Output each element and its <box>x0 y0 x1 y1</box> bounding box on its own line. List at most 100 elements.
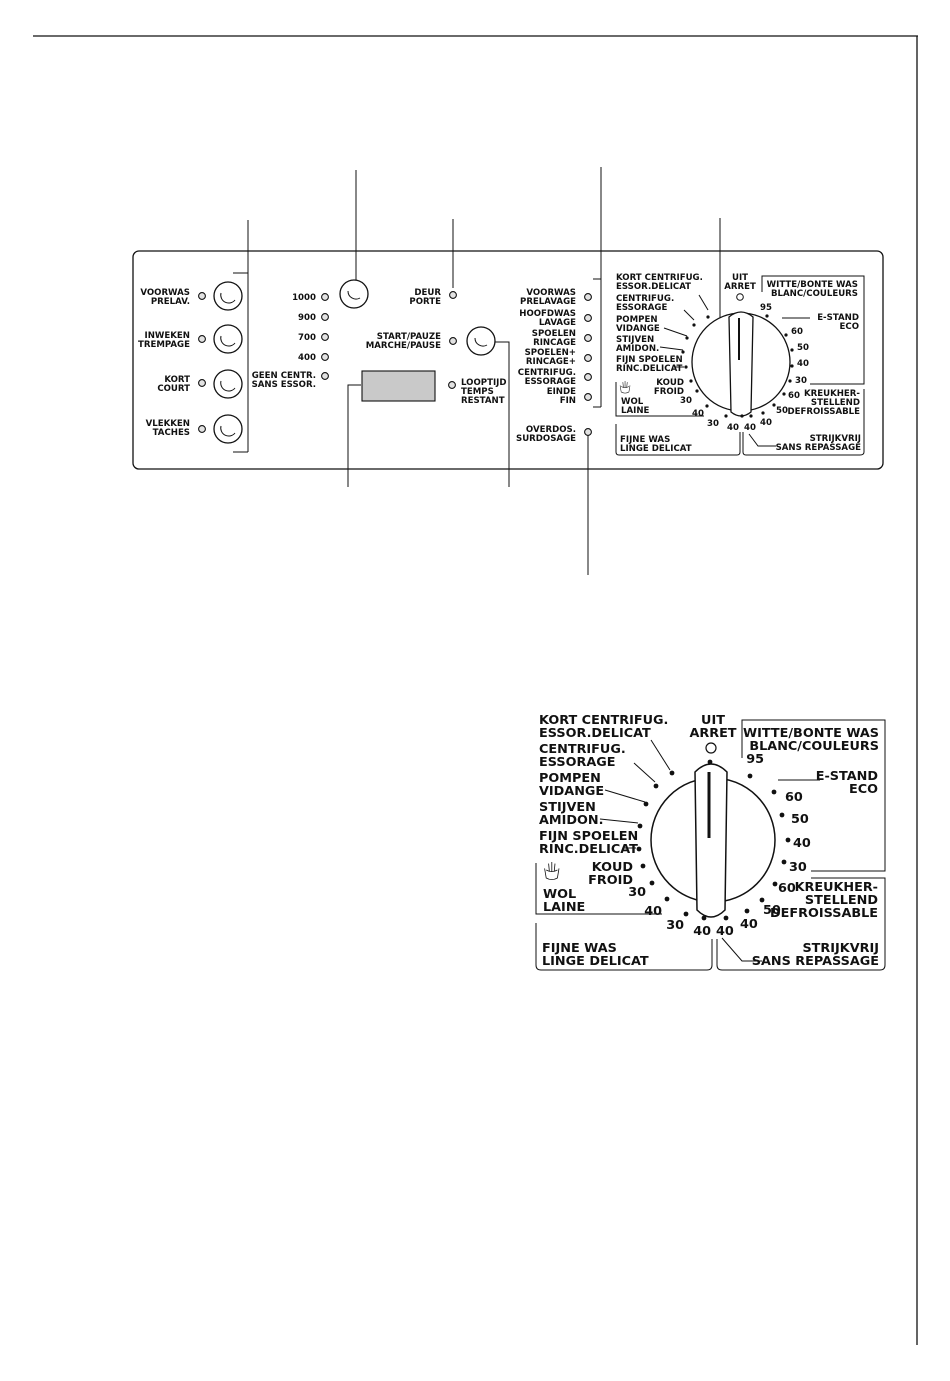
phase-led-rinse <box>584 334 592 342</box>
leader <box>599 818 639 824</box>
leader <box>748 433 776 447</box>
phase-led-prewash <box>584 293 592 301</box>
phase-label: CENTRIFUG. <box>518 368 576 378</box>
big-dial-position-dot <box>649 880 655 886</box>
big-dial-position-dot <box>683 911 689 917</box>
big-dial-position-dot <box>781 859 787 865</box>
big-dial-position-dot <box>701 915 707 921</box>
big-wool-1: WOL <box>543 887 576 902</box>
enlarged-programme-dial[interactable]: UIT ARRET KORT CENTRIFUG. ESSOR.DELICAT … <box>535 713 886 971</box>
dial-eco-2: ECO <box>840 322 859 332</box>
phase-label: RINCAGE <box>533 338 576 348</box>
dial-no-iron-1: STRIJKVRIJ <box>810 434 861 444</box>
big-cold-2: FROID <box>588 873 633 888</box>
big-dial-position-dot <box>636 846 642 852</box>
button-arc <box>220 292 236 304</box>
leader <box>698 294 709 311</box>
leader <box>650 739 671 771</box>
big-fine-rinse-1: FIJN SPOELEN <box>539 829 638 844</box>
option-button[interactable] <box>213 369 243 399</box>
dial-knob-grip[interactable] <box>728 311 754 417</box>
option-label-1: VLEKKEN <box>146 419 190 429</box>
big-spin-1: CENTRIFUG. <box>539 742 626 757</box>
option-led <box>198 425 206 433</box>
no-iron-bracket <box>742 389 865 456</box>
spin-led-700 <box>321 333 329 341</box>
start-pause-button[interactable] <box>466 326 496 356</box>
option-label-2: TREMPAGE <box>138 340 190 350</box>
door-indicator: DEUR PORTE <box>409 288 457 307</box>
big-dial-position-dot <box>637 823 643 829</box>
big-delicates-temp: 40 <box>693 924 711 939</box>
option-button[interactable] <box>213 281 243 311</box>
big-dial-knob-grip[interactable] <box>694 763 728 918</box>
big-no-iron-2: SANS REPASSAGE <box>752 954 879 969</box>
option-button[interactable] <box>213 324 243 354</box>
spin-label: 900 <box>298 313 316 323</box>
panel-programme-dial[interactable]: UIT ARRET KORT CENTRIFUG. ESSOR.DELICAT … <box>615 273 865 456</box>
big-dial-position-dot <box>640 863 646 869</box>
start-pause-control[interactable]: START/PAUZE MARCHE/PAUSE <box>366 326 496 356</box>
phase-led-mainwash <box>584 314 592 322</box>
dial-fine-rinse-2: RINC.DELICAT <box>616 364 683 374</box>
dial-cottons-temp: 30 <box>795 376 807 386</box>
dial-off-indicator <box>736 293 744 301</box>
option-kort[interactable]: KORT COURT <box>157 369 243 399</box>
spin-led-none <box>321 372 329 380</box>
option-led <box>198 379 206 387</box>
phase-label: RINCAGE+ <box>526 357 576 367</box>
big-dial-position-dot <box>707 759 713 765</box>
dial-spin-1: CENTRIFUG. <box>616 294 674 304</box>
option-button[interactable] <box>213 414 243 444</box>
option-label-2: COURT <box>157 384 190 394</box>
spin-led-400 <box>321 353 329 361</box>
big-drain-1: POMPEN <box>539 771 601 786</box>
phase-led-end <box>584 393 592 401</box>
leader <box>721 937 762 962</box>
big-easy-care-bracket <box>716 877 886 971</box>
phase-label: PRELAVAGE <box>520 297 576 307</box>
big-fine-rinse-2: RINC.DELICAT <box>539 842 638 857</box>
option-vlekken[interactable]: VLEKKEN TACHES <box>146 414 243 444</box>
phase-label: SPOELEN+ <box>525 348 576 358</box>
big-drain-2: VIDANGE <box>539 784 604 799</box>
dial-cottons-temp: 60 <box>791 327 803 337</box>
big-dial-position-dot <box>785 837 791 843</box>
dial-drain-2: VIDANGE <box>616 324 660 334</box>
dial-easy-care-temp: 50 <box>776 406 788 416</box>
dial-easy-care-3: DEFROISSABLE <box>787 407 860 417</box>
dial-delicates-temp: 30 <box>707 419 719 429</box>
option-inweken[interactable]: INWEKEN TREMPAGE <box>138 324 243 354</box>
dial-starch-1: STIJVEN <box>616 335 654 345</box>
dial-cottons-temp: 95 <box>760 303 772 313</box>
door-led <box>449 291 457 299</box>
big-dial-position-dot <box>779 812 785 818</box>
dial-wool-1: WOL <box>621 397 644 407</box>
option-label-1: INWEKEN <box>145 331 190 341</box>
option-led <box>198 335 206 343</box>
time-label-1: LOOPTIJD <box>461 378 506 388</box>
start-label-2: MARCHE/PAUSE <box>366 341 441 351</box>
big-cottons-bracket <box>741 719 886 872</box>
delicates-bracket <box>615 424 741 456</box>
big-off-indicator <box>705 742 717 754</box>
spin-label: 400 <box>298 353 316 363</box>
dial-position-dot <box>684 365 688 369</box>
dial-position-dot <box>685 336 689 340</box>
dial-wool-temp: 30 <box>680 396 692 406</box>
big-easy-care-1: KREUKHER- <box>795 880 878 895</box>
big-cottons-1: WITTE/BONTE WAS <box>743 726 879 741</box>
dial-position-dot <box>689 379 693 383</box>
spin-speed-group: 1000 900 700 400 GEEN CENTR. SANS ESSOR. <box>252 279 369 390</box>
dial-starch-2: AMIDON. <box>616 344 659 354</box>
dial-easy-care-2: STELLEND <box>811 398 860 408</box>
phase-indicator-group: VOORWAS PRELAVAGE HOOFDWAS LAVAGE SPOELE… <box>516 288 592 444</box>
big-wool-temp: 30 <box>628 885 646 900</box>
cottons-bracket <box>761 275 865 385</box>
phase-led-spin <box>584 373 592 381</box>
dial-spin-2: ESSORAGE <box>616 303 667 313</box>
option-voorwas[interactable]: VOORWAS PRELAV. <box>140 281 243 311</box>
big-starch-1: STIJVEN <box>539 800 596 815</box>
option-button-group: VOORWAS PRELAV. INWEKEN TREMPAGE KORT CO… <box>138 281 243 444</box>
spin-speed-button[interactable] <box>339 279 369 309</box>
